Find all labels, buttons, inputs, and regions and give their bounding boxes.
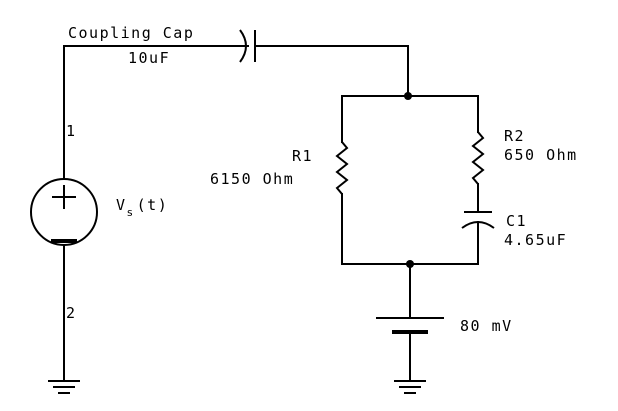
junction-top — [404, 92, 412, 100]
capacitor-icon — [239, 29, 247, 63]
resistor-icon — [335, 141, 349, 195]
coupling-cap-value: 10uF — [128, 49, 170, 67]
ac-voltage-source-icon — [30, 178, 98, 246]
r1-value: 6150 Ohm — [210, 170, 294, 188]
c1-value: 4.65uF — [504, 231, 567, 249]
wire-top-right — [254, 45, 409, 97]
coupling-cap-label: Coupling Cap — [68, 24, 194, 42]
ground-icon — [394, 380, 426, 394]
ground-icon — [48, 380, 80, 394]
node-2-label: 2 — [66, 304, 77, 322]
r1-branch — [335, 95, 349, 265]
source-label: Vs(t) — [116, 196, 168, 219]
source-subscript: s — [127, 206, 135, 219]
c1-name: C1 — [506, 212, 527, 230]
battery — [376, 263, 444, 381]
r2-value: 650 Ohm — [504, 146, 578, 164]
r2-name: R2 — [504, 127, 525, 145]
r1-name: R1 — [292, 147, 313, 165]
source-arg: (t) — [137, 196, 169, 214]
node-1-label: 1 — [66, 122, 77, 140]
battery-value: 80 mV — [460, 317, 513, 335]
wire-left-top — [63, 45, 249, 179]
r2-c1-branch — [461, 95, 495, 265]
source-name: V — [116, 196, 127, 214]
resistor-icon — [471, 131, 485, 185]
